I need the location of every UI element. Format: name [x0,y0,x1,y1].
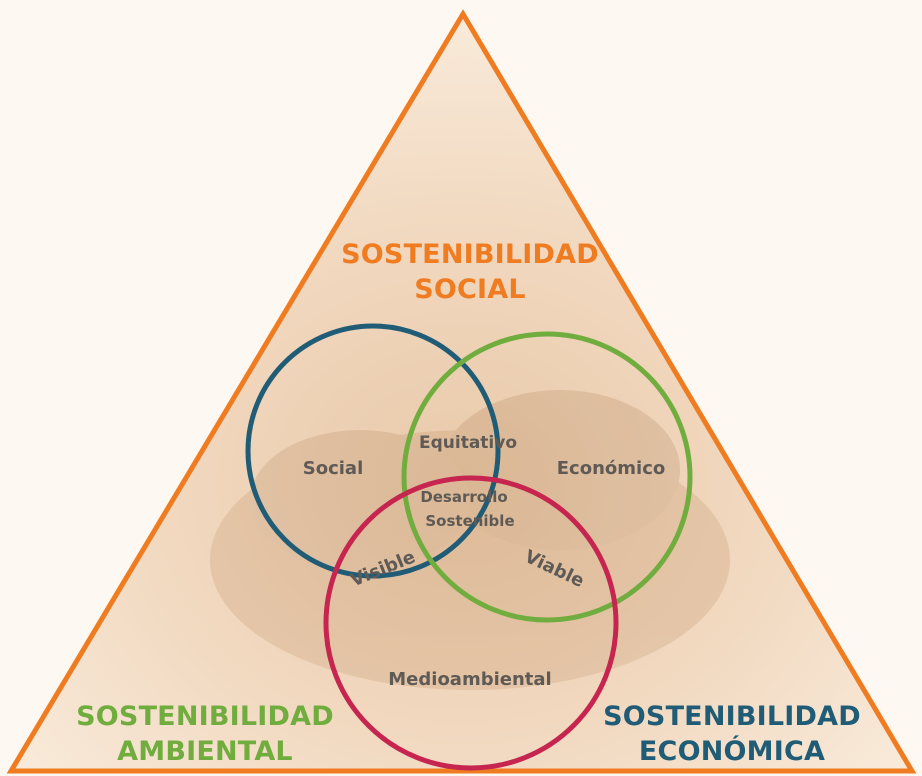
background-texture [210,390,730,690]
region-equitable-label: Equitativo [419,433,517,453]
region-center-line1: Desarrollo [420,488,507,506]
corner-top-line1: SOSTENIBILIDAD [341,239,599,270]
environmental-circle [323,475,619,771]
corner-left-line2: AMBIENTAL [117,736,293,767]
region-environmental-label: Medioambiental [388,669,551,690]
sustainability-triangle [6,9,917,774]
region-social-label: Social [303,458,364,479]
economic-circle [401,331,693,623]
social-circle [245,323,501,579]
corner-right-line1: SOSTENIBILIDAD [603,701,861,732]
corner-left-line1: SOSTENIBILIDAD [76,701,334,732]
corner-top-line2: SOCIAL [414,274,526,305]
region-center-line2: Sostenible [425,512,514,530]
corner-right-line2: ECONÓMICA [639,735,825,767]
region-economic-label: Económico [557,458,665,479]
